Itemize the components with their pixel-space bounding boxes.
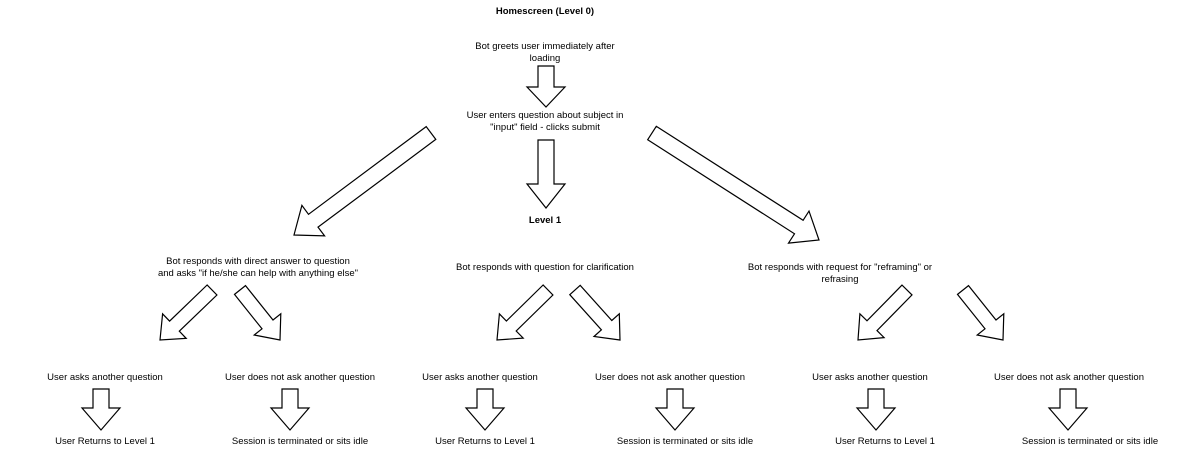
arrow-question-to-level1 — [525, 139, 567, 209]
branch3-not-ask-result: Session is terminated or sits idle — [1021, 436, 1159, 447]
branch1-not-ask-result: Session is terminated or sits idle — [231, 436, 369, 447]
branch2-not-ask-result: Session is terminated or sits idle — [616, 436, 754, 447]
arrow-to-branch1 — [293, 125, 437, 237]
branch1-response-line2: and asks "if he/she can help with anythi… — [157, 268, 359, 279]
level1-title: Level 1 — [528, 215, 562, 226]
branch2-not-ask-node: User does not ask another question — [595, 372, 745, 383]
question-node-line1: User enters question about subject in — [466, 110, 624, 121]
branch3-response-line2: refrasing — [821, 274, 859, 285]
branch2-arrow-to-ask — [496, 284, 554, 341]
arrow-greet-to-question — [525, 65, 567, 108]
branch1-ask-node: User asks another question — [47, 372, 163, 383]
branch3-ask-node: User asks another question — [812, 372, 928, 383]
branch3-not-ask-node: User does not ask another question — [994, 372, 1144, 383]
branch2-not-ask-result-arrow — [654, 388, 696, 431]
arrow-to-branch3 — [646, 125, 820, 244]
branch2-ask-result: User Returns to Level 1 — [435, 436, 535, 447]
branch1-not-ask-result-arrow — [269, 388, 311, 431]
branch3-response-line1: Bot responds with request for "reframing… — [747, 262, 933, 273]
branch1-arrow-to-ask — [159, 284, 218, 341]
branch1-ask-result-arrow — [80, 388, 122, 431]
branch2-ask-node: User asks another question — [422, 372, 538, 383]
branch1-ask-result: User Returns to Level 1 — [55, 436, 155, 447]
branch2-arrow-to-not-ask — [568, 284, 621, 341]
branch1-arrow-to-not-ask — [233, 284, 282, 341]
branch1-response-line1: Bot responds with direct answer to quest… — [166, 256, 350, 267]
branch2-response: Bot responds with question for clarifica… — [456, 262, 634, 273]
greeting-node-line1: Bot greets user immediately after — [475, 41, 615, 52]
branch1-not-ask-node: User does not ask another question — [225, 372, 375, 383]
question-node-line2: "input" field - clicks submit — [490, 122, 600, 133]
branch3-ask-result: User Returns to Level 1 — [835, 436, 935, 447]
branch3-not-ask-result-arrow — [1047, 388, 1089, 431]
homescreen-title: Homescreen (Level 0) — [495, 6, 595, 17]
branch3-arrow-to-ask — [857, 284, 913, 341]
branch3-arrow-to-not-ask — [956, 284, 1005, 341]
greeting-node-line2: loading — [529, 53, 561, 64]
branch2-ask-result-arrow — [464, 388, 506, 431]
branch3-ask-result-arrow — [855, 388, 897, 431]
